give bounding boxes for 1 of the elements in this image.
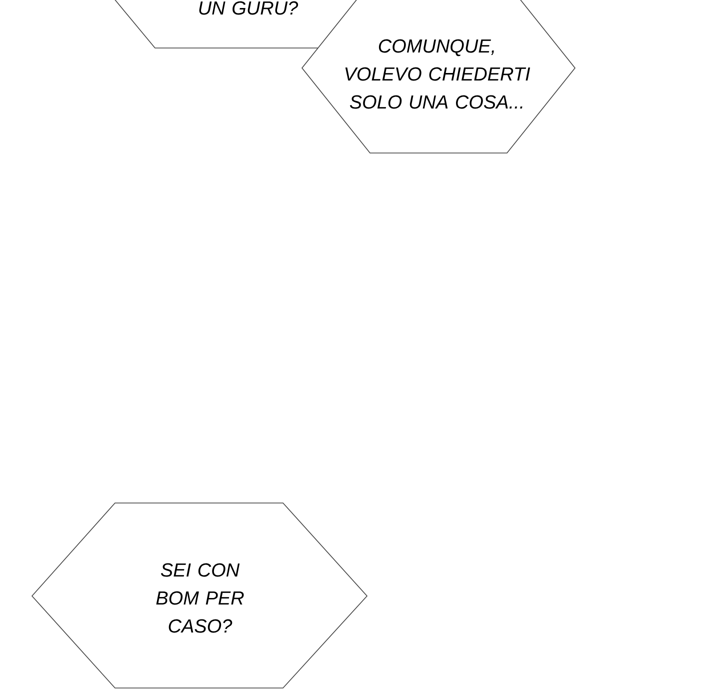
speech-bubble: COMUNQUE, VOLEVO CHIEDERTI SOLO UNA COSA... [302,0,576,154]
